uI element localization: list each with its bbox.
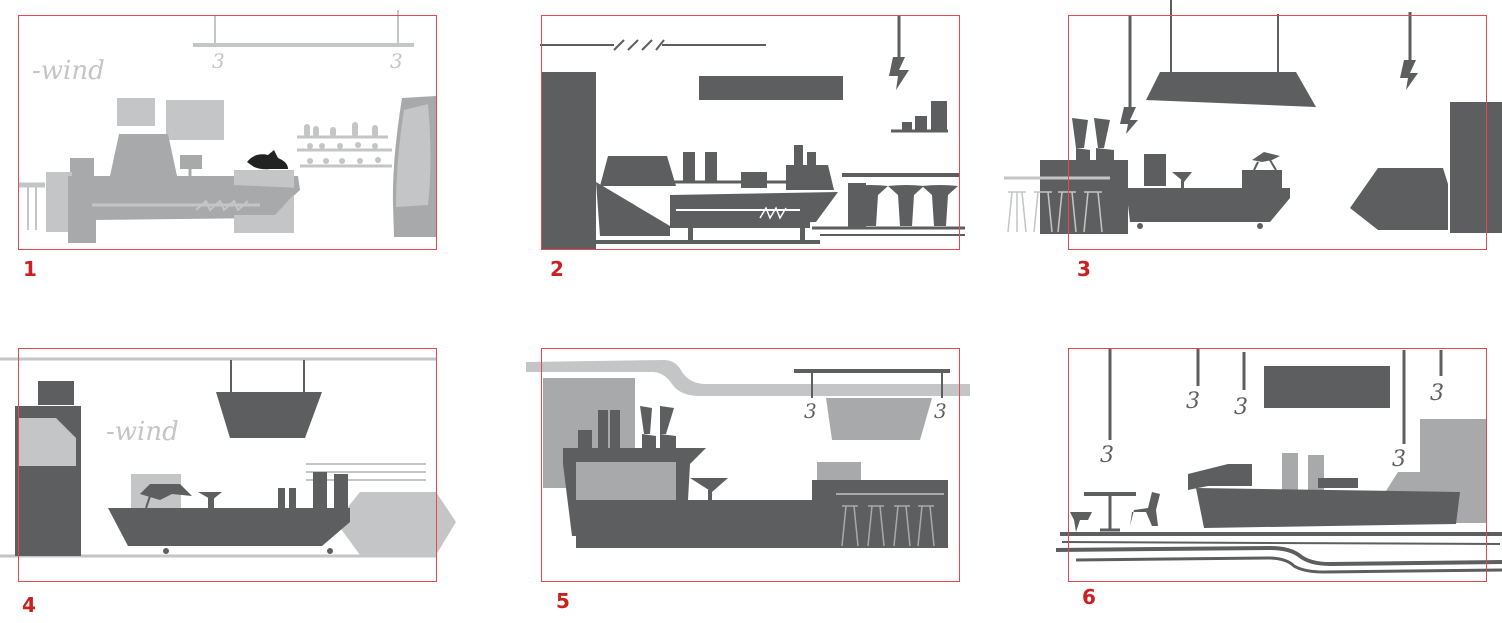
- panel-5-number: 5: [556, 589, 570, 613]
- svg-text:3: 3: [1100, 443, 1114, 468]
- panel-5: 3 3: [526, 348, 970, 613]
- panel-3-number: 3: [1077, 257, 1091, 281]
- panel-4-art: [0, 357, 456, 558]
- panel-4-logo: -wind: [106, 417, 179, 447]
- panel-5-art: 3 3: [526, 360, 970, 548]
- panel-6: 3 3 3 3 3: [1055, 348, 1502, 609]
- svg-text:3: 3: [1430, 381, 1444, 406]
- svg-text:3: 3: [934, 399, 947, 423]
- panel-1-logo: -wind: [32, 56, 105, 86]
- panel-2-number: 2: [550, 257, 564, 281]
- panel-3-frame: [1068, 15, 1487, 250]
- panel-1-number: 1: [23, 257, 37, 281]
- panel-1: 3 3: [18, 10, 437, 281]
- panel-2: 2: [540, 15, 965, 281]
- panel-4: -wind 4: [0, 348, 456, 617]
- panel-4-number: 4: [22, 593, 36, 617]
- panel-3-art: [1004, 0, 1502, 234]
- svg-text:3: 3: [212, 49, 225, 73]
- panel-2-frame: [541, 15, 960, 250]
- panel-4-frame: [18, 348, 437, 582]
- svg-text:3: 3: [804, 399, 817, 423]
- panel-5-frame: [541, 348, 960, 582]
- panel-6-art: 3 3 3 3 3: [1055, 348, 1502, 574]
- panel-3: 3: [1004, 0, 1502, 281]
- panel-6-number: 6: [1082, 585, 1096, 609]
- svg-text:3: 3: [390, 49, 403, 73]
- panel-1-frame: [18, 15, 437, 250]
- panel-1-art: 3 3: [18, 10, 436, 243]
- panel-6-frame: [1068, 348, 1487, 582]
- panel-2-art: [540, 16, 965, 250]
- svg-text:3: 3: [1186, 389, 1200, 414]
- svg-text:3: 3: [1392, 447, 1406, 472]
- svg-text:3: 3: [1234, 395, 1248, 420]
